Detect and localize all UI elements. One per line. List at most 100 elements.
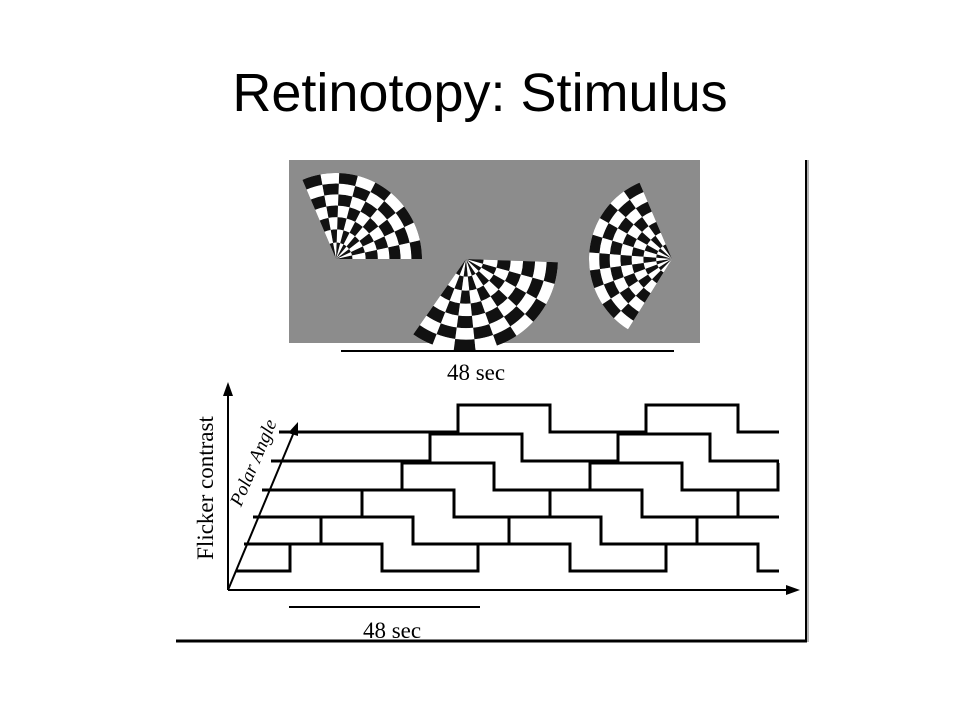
wedge-1-check-6-1	[404, 222, 420, 243]
y-axis-label: Flicker contrast	[193, 416, 218, 560]
flicker-trace-6	[279, 403, 779, 434]
wedge-3-check-3-3	[622, 233, 637, 248]
wedge-2-check-0-3	[466, 259, 472, 277]
wedge-1-check-6-3	[384, 192, 405, 213]
wedge-3-check-4-7	[613, 277, 629, 293]
wedge-1-check-4-4	[360, 201, 378, 218]
wedge-3-check-5-4	[599, 237, 613, 255]
wedge-2-check-6-2	[453, 338, 476, 351]
wedge-2-check-2-4	[476, 285, 491, 302]
wedge-2-check-2-8	[496, 260, 511, 272]
wedge-1-check-4-2	[378, 219, 395, 237]
wedge-1-check-1-5	[340, 230, 350, 245]
wedge-3-check-3-9	[635, 287, 651, 303]
wedge-2-check-4-4	[485, 306, 504, 325]
wedge-2-check-0-4	[466, 259, 476, 276]
wedge-3-check-6-0	[623, 182, 644, 200]
wedge-1-check-4-8	[310, 195, 327, 210]
wedge-2-check-6-5	[510, 314, 534, 336]
wedge-3-check-1-4	[643, 250, 657, 258]
flicker-trace-4	[262, 461, 780, 492]
wedge-3-check-6-3	[592, 218, 609, 238]
wedge-1-check-1-6	[336, 229, 344, 244]
wedge-3-check-4-0	[635, 201, 652, 218]
wedge-1-check-0-1	[336, 252, 353, 259]
wedge-1-check-2-0	[364, 249, 378, 259]
wedge-2-check-5-2	[455, 327, 475, 340]
wedge-2-check-0-0	[455, 259, 466, 276]
wedge-3-check-0-1	[660, 246, 672, 259]
wedge-1-check-5-0	[399, 242, 412, 259]
wedge-3-check-3-7	[623, 273, 639, 288]
wedge-3-check-0-8	[658, 259, 672, 271]
wedge-3-check-3-4	[620, 243, 634, 256]
wedge-1-check-3-5	[346, 207, 361, 222]
wedge-1-check-3-6	[337, 205, 350, 219]
wedge-3-check-4-9	[628, 295, 645, 312]
wedge-3-check-1-8	[648, 267, 661, 280]
wedge-1-check-4-0	[388, 244, 401, 259]
wedge-3-check-4-5	[609, 254, 621, 268]
wedge-3-check-1-5	[643, 256, 657, 263]
wedge-3-check-1-0	[655, 232, 666, 247]
wedge-2-check-3-8	[509, 260, 524, 275]
wedge-1-check-4-6	[337, 194, 353, 208]
wedge-3-check-3-5	[620, 254, 633, 267]
wedge-1-check-2-6	[337, 217, 347, 231]
wedge-1-check-5-2	[387, 212, 405, 232]
wedge-2-check-5-6	[516, 292, 537, 315]
wedge-2-check-2-0	[440, 284, 455, 301]
wedge-1-check-6-7	[320, 173, 340, 185]
wedge-1-check-1-2	[349, 240, 363, 253]
wedge-3-check-1-2	[647, 239, 661, 252]
wedge-1-check-2-7	[328, 217, 338, 230]
wedge-2-check-5-3	[473, 324, 494, 340]
wedge-2-check-1-0	[447, 273, 460, 289]
wedge-2-check-2-5	[483, 280, 499, 297]
wedge-2-check-1-4	[471, 273, 484, 289]
wedge-1-check-6-6	[338, 173, 358, 187]
wedge-2-check-4-2	[456, 315, 474, 329]
wedge-3-check-1-3	[644, 244, 659, 255]
wedge-2-check-6-3	[474, 334, 497, 351]
wedge-3-check-1-1	[650, 235, 663, 249]
wedge-1-check-1-0	[352, 252, 366, 259]
wedge-2-check-2-3	[469, 288, 482, 304]
wedge-2-check-1-1	[454, 275, 464, 291]
wedge-3-check-5-8	[610, 292, 629, 311]
wedge-1-check-0-5	[336, 243, 344, 259]
wedge-right	[588, 182, 672, 330]
wedge-3-check-5-0	[629, 191, 648, 209]
wedge-3-check-2-6	[632, 262, 646, 274]
wedge-3-check-6-7	[594, 284, 611, 305]
wedge-3-check-5-6	[599, 267, 614, 285]
wedge-2-check-0-7	[466, 259, 483, 268]
wedge-2-check-3-6	[498, 280, 516, 298]
y-axis	[223, 382, 233, 590]
wedge-1-check-1-8	[324, 229, 334, 244]
wedge-2-check-2-7	[493, 267, 510, 281]
wedge-1-check-3-7	[326, 205, 338, 218]
wedge-2-check-3-7	[505, 271, 522, 288]
wedge-2-check-6-7	[536, 280, 555, 305]
wedge-2-check-5-5	[503, 306, 526, 327]
wedge-1-check-4-3	[370, 209, 388, 227]
slide-title: Retinotopy: Stimulus	[232, 63, 728, 123]
wedge-3-check-6-1	[610, 191, 630, 211]
wedge-3-check-2-7	[634, 269, 648, 281]
wedge-3-check-4-3	[612, 228, 628, 244]
wedge-1-check-5-6	[338, 183, 356, 197]
x-axis	[228, 585, 800, 595]
wedge-2-check-4-7	[515, 274, 533, 293]
wedge-3-check-0-9	[660, 259, 672, 273]
wedge-1-check-0-8	[329, 242, 336, 259]
wedge-3-check-3-0	[642, 211, 657, 227]
wedge-2-check-1-7	[481, 263, 497, 275]
wedge-2-check-3-4	[481, 296, 498, 313]
wedge-2-check-4-3	[471, 312, 490, 328]
wedge-3-check-6-2	[599, 203, 618, 224]
wedge-3-check-2-2	[636, 231, 651, 245]
flicker-trace-1	[236, 542, 779, 573]
wedge-2-check-3-2	[458, 303, 472, 317]
wedge-2-check-1-8	[482, 259, 498, 268]
